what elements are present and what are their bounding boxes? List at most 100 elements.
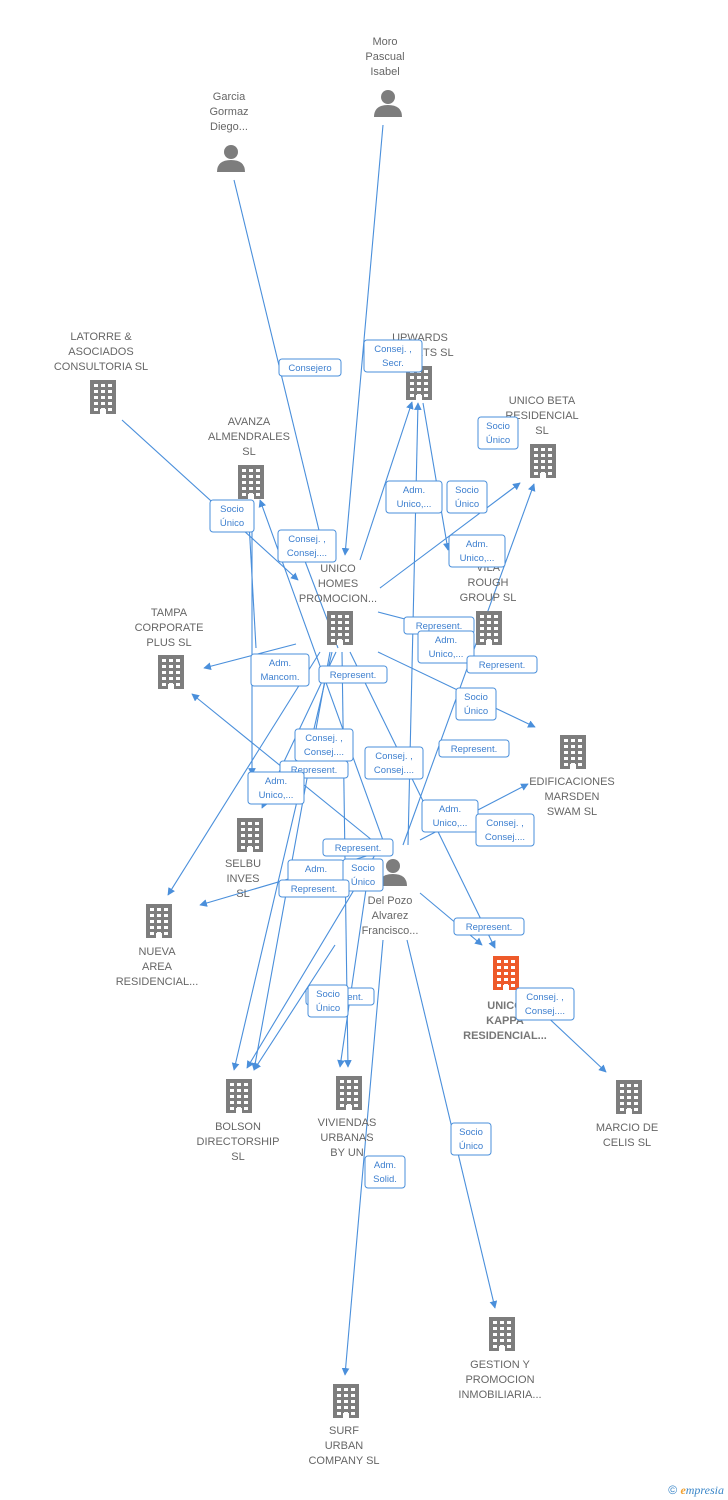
- node-nuevaarea[interactable]: NUEVAAREARESIDENCIAL...: [116, 904, 199, 988]
- role-label[interactable]: Represent.: [318, 665, 388, 684]
- role-label[interactable]: Consej. , Consej....: [515, 987, 575, 1021]
- role-box: [477, 416, 519, 450]
- role-label[interactable]: Represent.: [322, 838, 394, 857]
- node-label: HOMES: [318, 578, 358, 590]
- role-text: Unico,...: [397, 499, 432, 510]
- relation-edge: [167, 651, 321, 896]
- role-label[interactable]: Consej. ,Consej....: [475, 813, 535, 847]
- role-box: [364, 746, 424, 780]
- node-label: Alvarez: [372, 910, 409, 922]
- node-label: URBANAS: [320, 1132, 373, 1144]
- building-icon: [238, 465, 264, 499]
- role-box: [278, 358, 342, 377]
- node-garcia[interactable]: GarciaGormazDiego...: [209, 91, 249, 172]
- node-label: CELIS SL: [603, 1137, 651, 1149]
- role-text: Consej....: [525, 1006, 565, 1017]
- role-box: [446, 480, 488, 514]
- role-box: [322, 838, 394, 857]
- role-text: Represent.: [291, 765, 337, 776]
- role-text: Único: [220, 518, 244, 529]
- role-box: [318, 665, 388, 684]
- node-label: SL: [236, 888, 249, 900]
- node-delpozo[interactable]: Del PozoAlvarezFrancisco...: [362, 859, 419, 937]
- role-label[interactable]: Adm.Unico,...: [417, 630, 475, 664]
- building-icon: [489, 1317, 515, 1351]
- role-label[interactable]: Consej. ,Consej....: [277, 529, 337, 563]
- role-text: Consej. ,: [526, 992, 564, 1003]
- building-icon: [560, 735, 586, 769]
- node-label: SWAM SL: [547, 806, 597, 818]
- role-label[interactable]: Consej. ,Consej....: [294, 728, 354, 762]
- relation-edge: [341, 124, 384, 556]
- building-icon: [476, 611, 502, 645]
- role-box: [453, 917, 525, 936]
- role-text: Represent.: [451, 744, 497, 755]
- node-label: Garcia: [213, 91, 246, 103]
- node-label: Isabel: [370, 66, 399, 78]
- node-label: DIRECTORSHIP: [197, 1136, 280, 1148]
- role-label[interactable]: Consej. ,Secr.: [363, 339, 423, 373]
- role-label[interactable]: Represent.: [278, 879, 350, 898]
- person-icon: [374, 90, 402, 117]
- role-text: Socio: [486, 421, 510, 432]
- role-label[interactable]: Represent.: [453, 917, 525, 936]
- role-box: [209, 499, 255, 533]
- role-box: [364, 1155, 406, 1189]
- role-label[interactable]: Adm.Unico,...: [247, 771, 305, 805]
- role-text: Adm.: [403, 485, 425, 496]
- role-label[interactable]: Represent.: [438, 739, 510, 758]
- node-label: SL: [231, 1151, 244, 1163]
- role-text: Consej....: [374, 765, 414, 776]
- role-box: [250, 653, 310, 687]
- node-unicohomes[interactable]: UNICOHOMESPROMOCION...: [299, 563, 377, 645]
- role-label[interactable]: Adm.Mancom.: [250, 653, 310, 687]
- role-label[interactable]: Adm. Unico,...: [385, 480, 443, 514]
- role-label[interactable]: Adm.Unico,...: [421, 799, 479, 833]
- node-gestion[interactable]: GESTION YPROMOCIONINMOBILIARIA...: [458, 1317, 542, 1401]
- role-label[interactable]: Consejero: [278, 358, 342, 377]
- node-label: Diego...: [210, 121, 248, 133]
- role-text: Secr.: [382, 358, 404, 369]
- role-box: [438, 739, 510, 758]
- role-text: Socio: [220, 504, 244, 515]
- relation-edge: [203, 643, 297, 670]
- role-box: [247, 771, 305, 805]
- role-label[interactable]: Represent.: [466, 655, 538, 674]
- role-label[interactable]: Adm.Solid.: [364, 1155, 406, 1189]
- role-text: Único: [486, 435, 510, 446]
- node-label: GROUP SL: [460, 592, 517, 604]
- role-text: Socio: [455, 485, 479, 496]
- copyright-footer[interactable]: © empresia: [668, 1483, 724, 1498]
- role-text: Solid.: [373, 1174, 397, 1185]
- role-box: [363, 339, 423, 373]
- role-text: Represent.: [335, 843, 381, 854]
- node-unicokappa[interactable]: UNICOKAPPARESIDENCIAL...: [463, 956, 547, 1042]
- role-text: Único: [464, 706, 488, 717]
- role-box: [448, 534, 506, 568]
- role-text: Represent.: [479, 660, 525, 671]
- role-text: Socio: [351, 863, 375, 874]
- role-box: [278, 879, 350, 898]
- role-label[interactable]: Consej. ,Consej....: [364, 746, 424, 780]
- role-label[interactable]: Adm.Unico,...: [448, 534, 506, 568]
